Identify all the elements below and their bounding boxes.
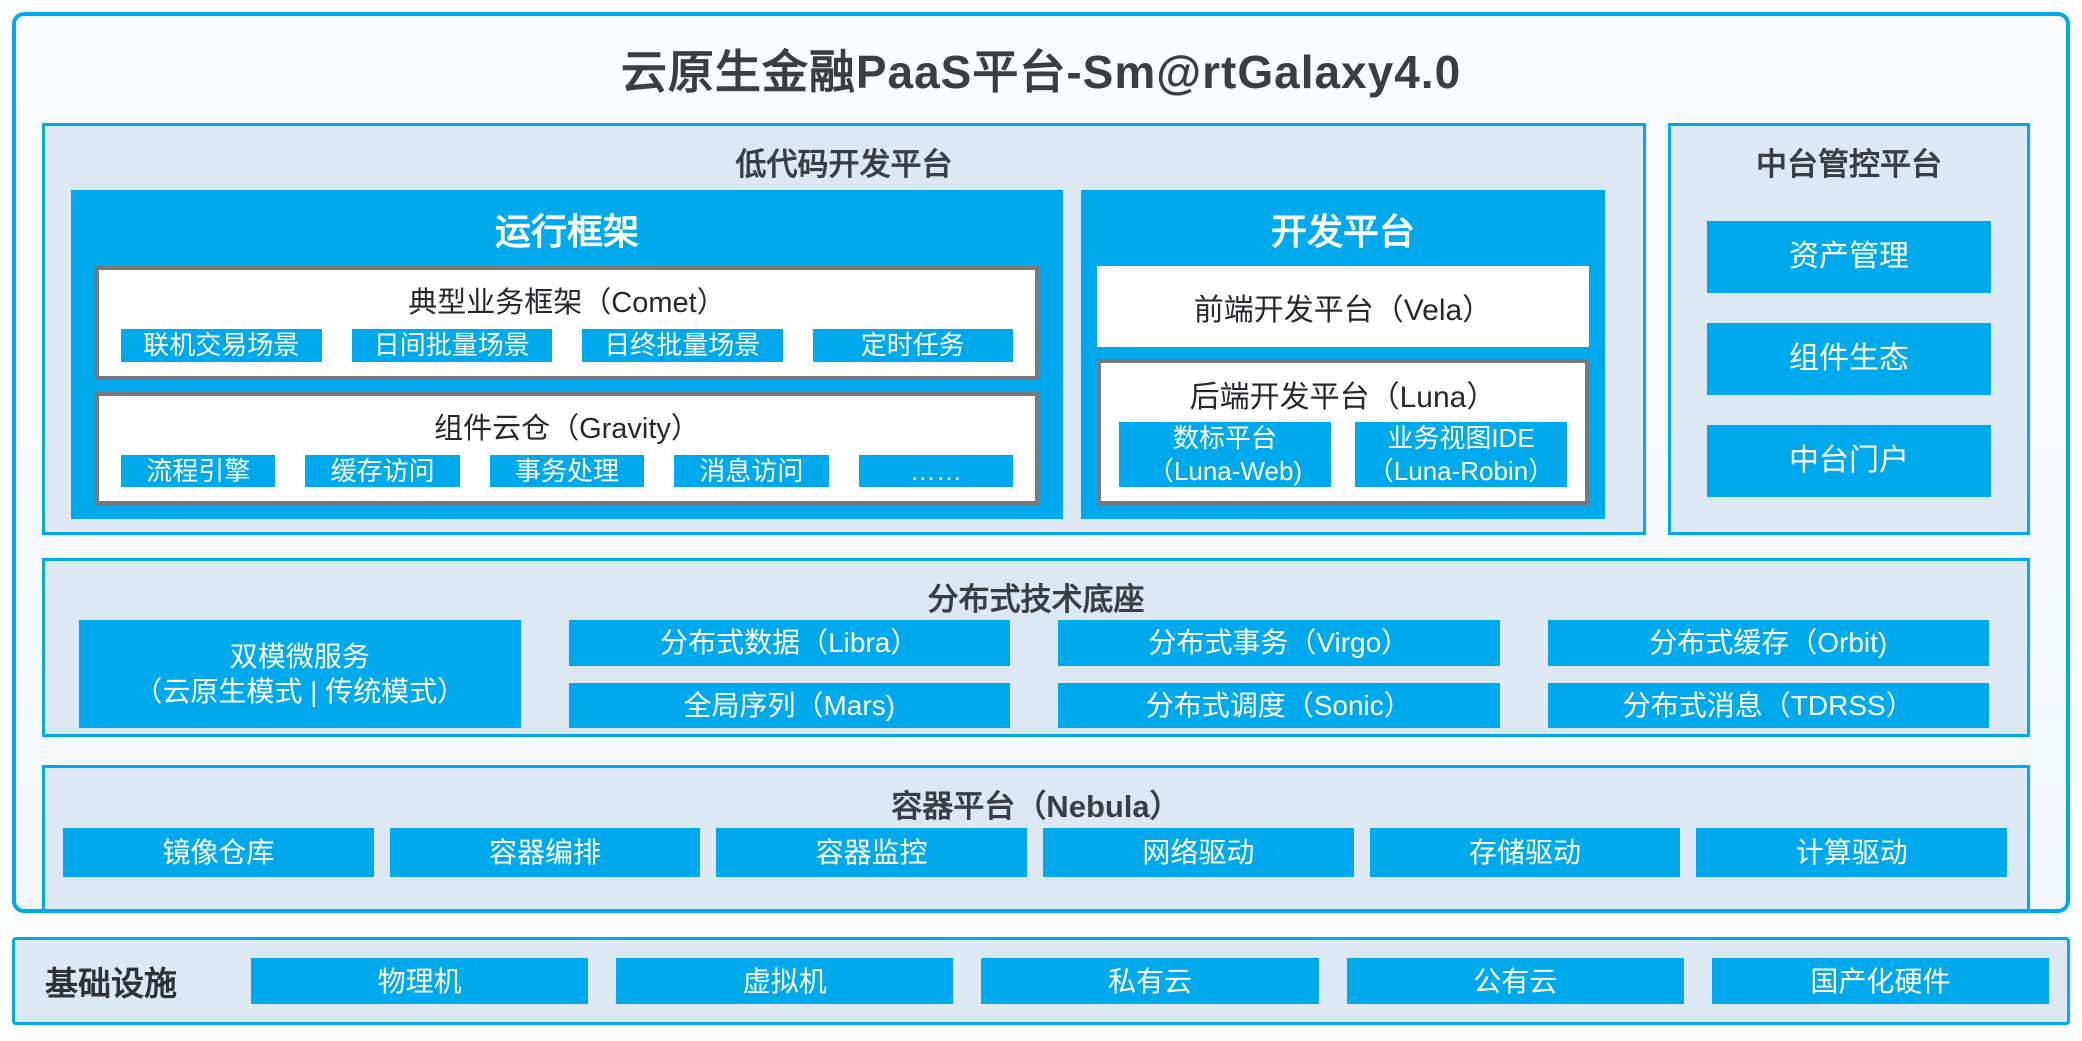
- infrastructure-label: 基础设施: [45, 965, 177, 1002]
- luna-robin-line1: 业务视图IDE: [1387, 423, 1535, 453]
- gravity-item-message-access: 消息访问: [674, 454, 829, 487]
- distributed-item-libra: 分布式数据（Libra）: [568, 620, 1010, 666]
- midplatform-item-portal: 中台门户: [1707, 425, 1991, 497]
- dev-platform-title: 开发平台: [1270, 211, 1415, 252]
- container-item-compute-driver: 计算驱动: [1696, 828, 2008, 877]
- distributed-item-tdrss: 分布式消息（TDRSS）: [1547, 682, 1989, 728]
- vela-frontend-box: 前端开发平台（Vela）: [1097, 266, 1589, 347]
- distributed-item-virgo: 分布式事务（Virgo）: [1058, 620, 1500, 666]
- distributed-base-label: 分布式技术底座: [927, 582, 1145, 617]
- midplatform-item-asset-management: 资产管理: [1707, 221, 1991, 293]
- luna-robin-item: 业务视图IDE （Luna-Robin）: [1355, 422, 1567, 487]
- comet-item-online-transaction: 联机交易场景: [121, 329, 322, 362]
- container-item-image-registry: 镜像仓库: [63, 828, 374, 877]
- luna-web-item: 数标平台 （Luna-Web): [1119, 422, 1331, 487]
- gravity-items-row: 流程引擎 缓存访问 事务处理 消息访问 ……: [99, 447, 1035, 502]
- comet-item-daytime-batch: 日间批量场景: [351, 329, 552, 362]
- dual-mode-line2: （云原生模式 | 传统模式）: [134, 676, 466, 707]
- luna-web-line1: 数标平台: [1172, 423, 1277, 453]
- gravity-item-transaction-processing: 事务处理: [489, 454, 645, 487]
- platform-frame: 云原生金融PaaS平台-Sm@rtGalaxy4.0 低代码开发平台 运行框架 …: [12, 12, 2070, 913]
- distributed-base-body: 双模微服务 （云原生模式 | 传统模式） 分布式数据（Libra） 全局序列（M…: [79, 620, 1989, 728]
- container-platform-panel: 容器平台（Nebula） 镜像仓库 容器编排 容器监控 网络驱动 存储驱动 计算…: [42, 765, 2030, 912]
- luna-items-row: 数标平台 （Luna-Web) 业务视图IDE （Luna-Robin）: [1101, 416, 1585, 501]
- luna-robin-line2: （Luna-Robin）: [1367, 455, 1555, 486]
- container-platform-items: 镜像仓库 容器编排 容器监控 网络驱动 存储驱动 计算驱动: [63, 828, 2008, 877]
- lowcode-platform-body: 运行框架 典型业务框架（Comet） 联机交易场景 日间批量场景 日终批量场景 …: [71, 190, 1605, 519]
- lowcode-platform-panel: 低代码开发平台 运行框架 典型业务框架（Comet） 联机交易场景 日间批量场景…: [42, 123, 1646, 535]
- distributed-column-transaction: 分布式事务（Virgo） 分布式调度（Sonic）: [1058, 620, 1500, 728]
- lowcode-platform-label: 低代码开发平台: [735, 147, 953, 182]
- container-item-orchestration: 容器编排: [389, 828, 701, 877]
- runtime-framework-box: 运行框架 典型业务框架（Comet） 联机交易场景 日间批量场景 日终批量场景 …: [71, 190, 1063, 519]
- container-item-monitoring: 容器监控: [716, 828, 1028, 877]
- gravity-item-process-engine: 流程引擎: [121, 454, 276, 487]
- comet-item-endofday-batch: 日终批量场景: [582, 329, 783, 362]
- distributed-base-panel: 分布式技术底座 双模微服务 （云原生模式 | 传统模式） 分布式数据（Libra…: [42, 558, 2030, 737]
- container-item-network-driver: 网络驱动: [1043, 828, 1354, 877]
- runtime-framework-title: 运行框架: [494, 211, 639, 252]
- comet-item-scheduled-task: 定时任务: [812, 329, 1013, 362]
- distributed-item-sonic: 分布式调度（Sonic）: [1058, 682, 1500, 728]
- luna-backend-box: 后端开发平台（Luna） 数标平台 （Luna-Web) 业务视图IDE （Lu…: [1097, 359, 1589, 505]
- comet-framework-title: 典型业务框架（Comet）: [408, 287, 726, 319]
- midplatform-label: 中台管控平台: [1756, 147, 1942, 182]
- comet-framework-box: 典型业务框架（Comet） 联机交易场景 日间批量场景 日终批量场景 定时任务: [95, 266, 1039, 380]
- infrastructure-item-domestic-hardware: 国产化硬件: [1711, 958, 2050, 1004]
- luna-web-line2: （Luna-Web): [1147, 455, 1303, 486]
- infrastructure-item-private-cloud: 私有云: [981, 958, 1319, 1004]
- dual-mode-microservice-item: 双模微服务 （云原生模式 | 传统模式）: [79, 620, 521, 728]
- container-platform-label: 容器平台（Nebula）: [891, 789, 1181, 824]
- infrastructure-item-public-cloud: 公有云: [1346, 958, 1684, 1004]
- distributed-item-mars: 全局序列（Mars): [568, 682, 1010, 728]
- gravity-item-cache-access: 缓存访问: [305, 454, 460, 487]
- infrastructure-item-virtual-machine: 虚拟机: [616, 958, 954, 1004]
- midplatform-panel: 中台管控平台 资产管理 组件生态 中台门户: [1668, 123, 2030, 535]
- midplatform-items: 资产管理 组件生态 中台门户: [1707, 221, 1991, 497]
- container-item-storage-driver: 存储驱动: [1369, 828, 1681, 877]
- midplatform-item-component-ecosystem: 组件生态: [1707, 323, 1991, 395]
- gravity-warehouse-title: 组件云仓（Gravity）: [434, 412, 700, 445]
- gravity-warehouse-box: 组件云仓（Gravity） 流程引擎 缓存访问 事务处理 消息访问 ……: [95, 391, 1039, 505]
- luna-backend-title: 后端开发平台（Luna）: [1189, 381, 1497, 414]
- comet-items-row: 联机交易场景 日间批量场景 日终批量场景 定时任务: [99, 321, 1035, 376]
- gravity-item-more: ……: [858, 454, 1014, 487]
- distributed-column-data: 分布式数据（Libra） 全局序列（Mars): [568, 620, 1010, 728]
- page-title: 云原生金融PaaS平台-Sm@rtGalaxy4.0: [620, 46, 1462, 98]
- dual-mode-line1: 双模微服务: [229, 641, 370, 672]
- infrastructure-item-physical-machine: 物理机: [251, 958, 589, 1004]
- distributed-item-orbit: 分布式缓存（Orbit): [1547, 620, 1989, 666]
- dev-platform-box: 开发平台 前端开发平台（Vela） 后端开发平台（Luna） 数标平台 （Lun…: [1081, 190, 1605, 519]
- infrastructure-panel: 基础设施 物理机 虚拟机 私有云 公有云 国产化硬件: [12, 937, 2070, 1025]
- distributed-column-cache: 分布式缓存（Orbit) 分布式消息（TDRSS）: [1547, 620, 1989, 728]
